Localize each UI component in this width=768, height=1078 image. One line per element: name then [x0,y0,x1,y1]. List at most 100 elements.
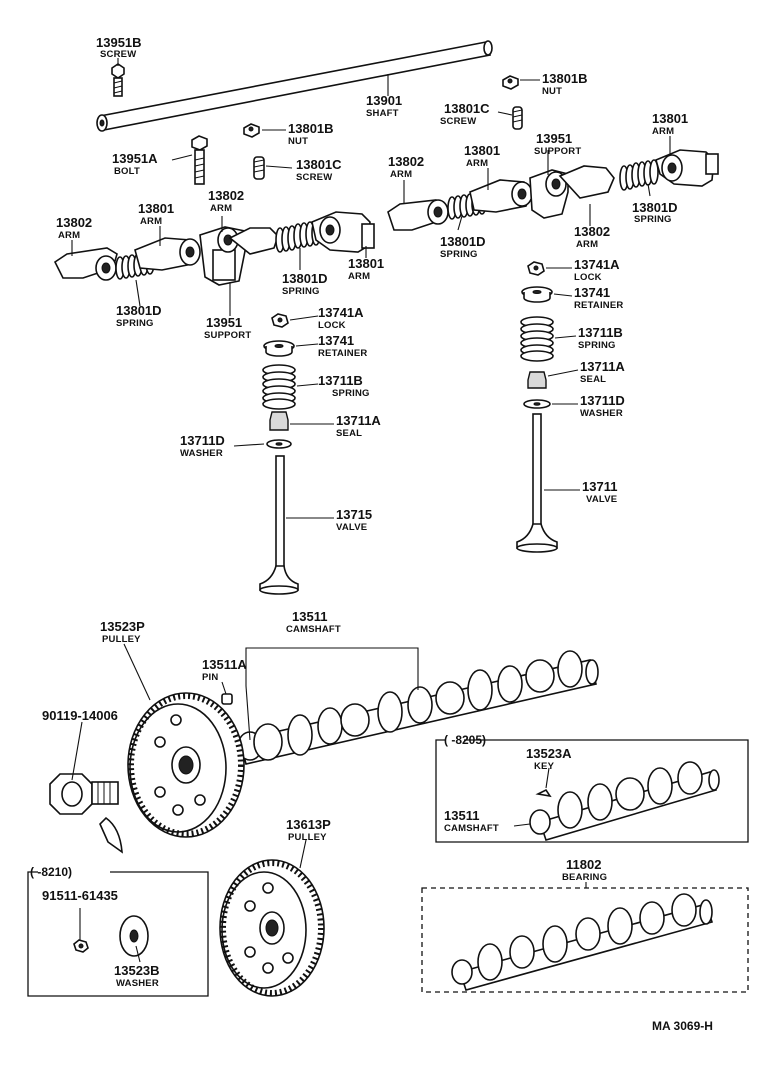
svg-text:SPRING: SPRING [578,340,616,351]
box-range-8210: ( -8210) [30,865,72,879]
label-13951b-screw: 13951B SCREW [96,35,142,60]
svg-text:13801: 13801 [138,201,174,216]
main-camshaft-13511 [237,650,599,765]
svg-text:ARM: ARM [140,216,162,227]
label-13801d-spring-l1: 13801D SPRING [282,271,328,297]
svg-text:ARM: ARM [652,126,674,137]
rocker-shaft-13901 [96,40,493,132]
svg-text:13951B: 13951B [96,35,142,50]
label-13801c-screw-right: 13801C SCREW [440,101,490,127]
svg-text:LOCK: LOCK [574,272,602,283]
svg-text:BOLT: BOLT [114,166,140,177]
svg-text:SPRING: SPRING [440,249,478,260]
svg-text:PULLEY: PULLEY [102,634,141,645]
svg-text:13801: 13801 [464,143,500,158]
bolt-90119-14006 [49,773,123,854]
svg-text:ARM: ARM [210,203,232,214]
svg-text:SEAL: SEAL [336,428,362,439]
right-valve-stack [516,261,558,553]
left-valve-stack [259,313,299,595]
screw-13951b [111,63,125,97]
label-13715-valve: 13715 VALVE [336,507,372,533]
reference-code: MA 3069-H [652,1019,713,1033]
svg-text:13511: 13511 [444,808,479,823]
screw-13801c-right [512,106,523,130]
label-13511a-pin: 13511A PIN [202,657,247,683]
svg-text:13901: 13901 [366,93,402,108]
nut-13801b-left [243,123,260,138]
svg-text:WASHER: WASHER [580,408,623,419]
svg-text:SEAL: SEAL [580,374,606,385]
svg-text:ARM: ARM [390,169,412,180]
svg-text:NUT: NUT [288,136,308,147]
label-13511-camshaft: 13511 CAMSHAFT [286,609,341,635]
label-13523p-pulley: 13523P PULLEY [100,619,145,645]
svg-text:SUPPORT: SUPPORT [204,330,251,341]
svg-text:13801B: 13801B [542,71,588,86]
label-13951-support-left: 13951 SUPPORT [204,315,251,341]
label-13741-retainer-right: 13741 RETAINER [574,285,623,311]
label-13523b-washer: 13523B WASHER [114,963,160,989]
svg-text:ARM: ARM [58,230,80,241]
svg-text:SCREW: SCREW [440,116,476,127]
svg-text:13715: 13715 [336,507,372,522]
svg-text:91511-61435: 91511-61435 [42,888,118,903]
label-13613p-pulley: 13613P PULLEY [286,817,331,843]
svg-text:13801D: 13801D [632,200,678,215]
label-13711-valve: 13711 VALVE [582,479,617,505]
svg-text:13741: 13741 [574,285,610,300]
label-13801d-spring-r2: 13801D SPRING [440,234,486,260]
svg-text:VALVE: VALVE [586,494,617,505]
svg-text:13711B: 13711B [578,325,623,340]
svg-text:13711B: 13711B [318,373,363,388]
label-13801-arm-l2: 13801 ARM [348,256,384,282]
svg-text:SPRING: SPRING [282,286,320,297]
svg-text:RETAINER: RETAINER [318,348,367,359]
label-13802-arm-l1: 13802 ARM [56,215,92,241]
label-13951-support-right: 13951 SUPPORT [534,131,581,157]
svg-text:13802: 13802 [388,154,424,169]
label-13711d-washer-left: 13711D WASHER [180,433,225,459]
svg-text:WASHER: WASHER [180,448,223,459]
svg-text:BEARING: BEARING [562,872,607,883]
label-13801c-screw-left: 13801C SCREW [296,157,342,183]
svg-text:13801: 13801 [348,256,384,271]
label-13801b-nut-left: 13801B NUT [288,121,334,147]
pin-13511a [221,693,233,705]
svg-text:13951: 13951 [536,131,572,146]
box-range-8205: ( -8205) [444,733,486,747]
svg-text:13801D: 13801D [440,234,486,249]
svg-text:13523P: 13523P [100,619,145,634]
label-13951a-bolt: 13951A BOLT [112,151,158,177]
svg-text:13711A: 13711A [580,359,625,374]
svg-text:ARM: ARM [576,239,598,250]
svg-text:13801C: 13801C [444,101,490,116]
svg-text:ARM: ARM [466,158,488,169]
label-13802-arm-r2: 13802 ARM [574,224,610,250]
pulley-13613p [219,859,325,997]
label-13801b-nut-right: 13801B NUT [542,71,588,97]
label-13741-retainer-left: 13741 RETAINER [318,333,367,359]
label-13801d-spring-r1: 13801D SPRING [632,200,678,225]
svg-text:VALVE: VALVE [336,522,367,533]
svg-text:13741A: 13741A [574,257,620,272]
label-13741a-lock-right: 13741A LOCK [574,257,620,283]
label-13711a-seal-right: 13711A SEAL [580,359,625,385]
label-13523a-key: 13523A KEY [526,746,572,772]
svg-text:13523B: 13523B [114,963,160,978]
svg-text:13741A: 13741A [318,305,364,320]
svg-text:13801: 13801 [652,111,688,126]
svg-text:13711: 13711 [582,479,617,494]
svg-text:13711D: 13711D [180,433,225,448]
svg-text:SCREW: SCREW [100,49,136,60]
nut-13801b-right [502,75,519,90]
bolt-13951a [191,135,208,185]
pulley-13523p [127,692,245,838]
label-13801-arm-l1: 13801 ARM [138,201,174,227]
box-washer-8210 [27,871,209,997]
svg-text:13711D: 13711D [580,393,625,408]
svg-text:13741: 13741 [318,333,354,348]
label-13711a-seal-left: 13711A SEAL [336,413,381,439]
